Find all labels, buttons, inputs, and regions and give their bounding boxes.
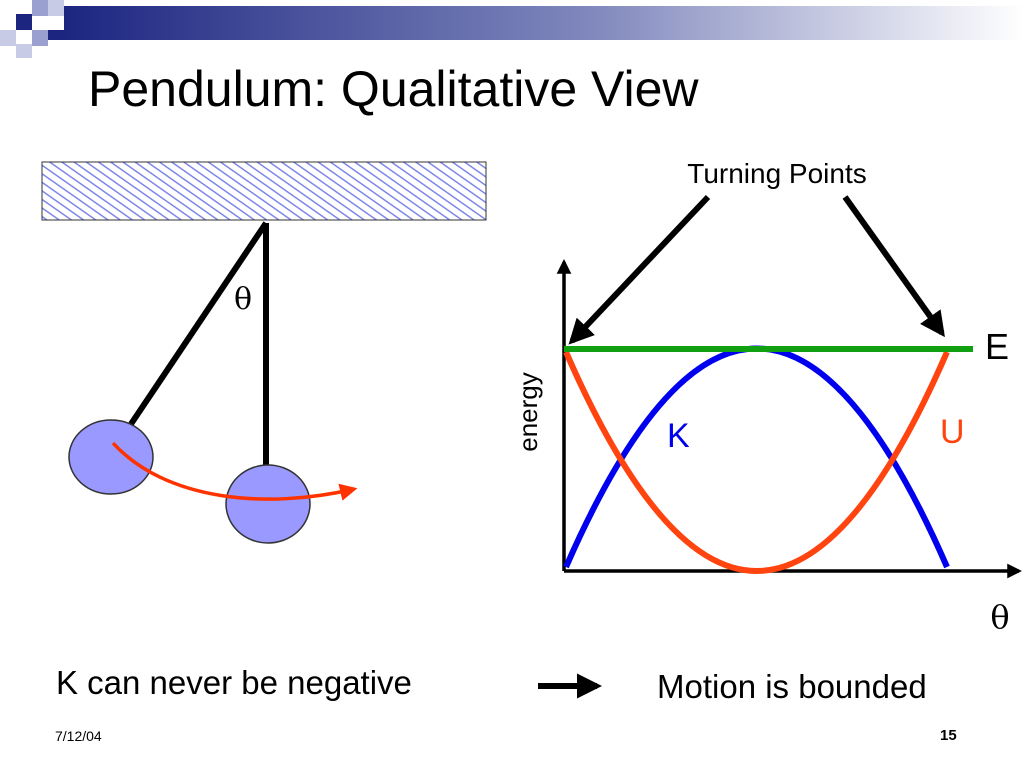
theta-axis-label: θ: [990, 598, 1009, 636]
energy-axis-label: energy: [513, 372, 543, 452]
kinetic-energy-label: K: [667, 417, 690, 455]
pendulum-angle-label: θ: [234, 282, 252, 317]
page-number: 15: [940, 727, 957, 744]
potential-energy-label: U: [940, 413, 965, 451]
pendulum-string-displaced: [128, 221, 269, 426]
premise-text: K can never be negative: [56, 664, 412, 701]
energy-plot: Turning Points E K U energy θ: [513, 158, 1022, 636]
total-energy-label: E: [985, 326, 1009, 367]
pendulum-ceiling: [41, 161, 487, 221]
pendulum: θ: [41, 161, 487, 544]
potential-energy-curve: [563, 350, 950, 574]
pendulum-bob-rest: [225, 464, 311, 544]
slide-banner: [0, 0, 1024, 58]
slide-title: Pendulum: Qualitative View: [88, 61, 699, 117]
kinetic-energy-curve: [563, 345, 950, 569]
pendulum-bob-displaced: [68, 419, 154, 495]
turning-point-arrow-left: [568, 194, 711, 345]
turning-points-label: Turning Points: [687, 158, 867, 189]
motion-arrow: [111, 441, 358, 501]
turning-point-arrow-right: [842, 195, 945, 338]
result-text: Motion is bounded: [657, 668, 927, 705]
footer-date: 7/12/04: [55, 728, 102, 744]
